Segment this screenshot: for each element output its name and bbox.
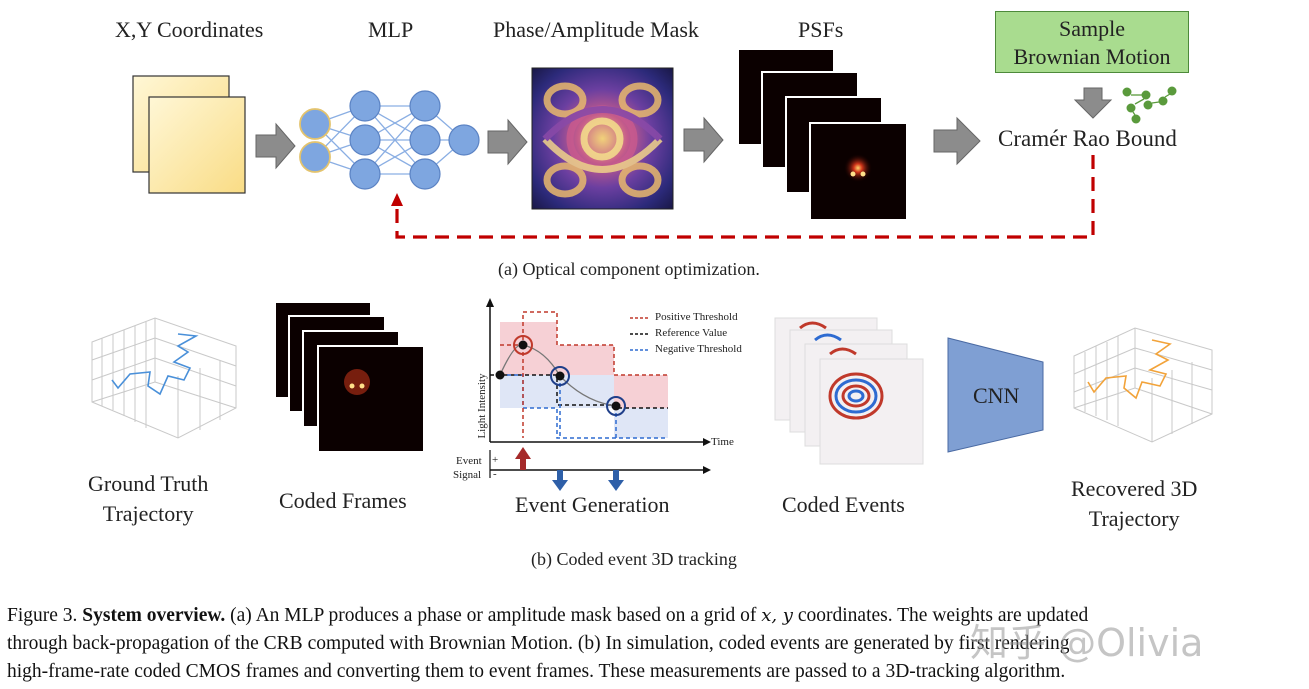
mlp-network (299, 90, 480, 190)
coded-events-label: Coded Events (782, 492, 905, 517)
figure-caption: Figure 3. System overview. (a) An MLP pr… (7, 602, 1302, 686)
phase-mask-image (531, 67, 674, 210)
feedback-arrowhead-icon (391, 193, 403, 206)
ground-truth-label: Ground Truth Trajectory (88, 469, 208, 529)
ground-truth-3d-plot (91, 317, 237, 439)
psfs-label: PSFs (798, 17, 844, 42)
subcaption-b: (b) Coded event 3D tracking (531, 549, 737, 569)
figure-number: Figure 3. (7, 605, 78, 626)
top-diagram (132, 48, 1177, 239)
crb-label: Cramér Rao Bound (998, 126, 1177, 151)
sample-label: Sample (1059, 16, 1125, 41)
caption-line-3: high-frame-rate coded CMOS frames and co… (7, 661, 1066, 682)
brownian-motion-label: Brownian Motion (1013, 44, 1171, 69)
caption-title: System overview. (82, 605, 226, 626)
minus-sign: - (493, 468, 497, 480)
cnn-label: CNN (973, 383, 1020, 408)
caption-line1-end: coordinates. The weights are updated (792, 605, 1089, 626)
bottom-diagram (91, 298, 1213, 491)
arrow-right-icon (683, 116, 724, 164)
caption-math: x, y (761, 605, 793, 626)
mlp-label: MLP (368, 17, 414, 42)
coded-frames-stack (274, 301, 425, 453)
recovered-label: Recovered 3D Trajectory (1071, 474, 1197, 534)
ground-truth-line1: Ground Truth (88, 471, 209, 496)
coded-frames-label: Coded Frames (279, 488, 407, 513)
cnn-block (947, 337, 1044, 453)
arrow-right-icon (933, 116, 981, 166)
arrow-down-icon (1073, 87, 1113, 119)
recovered-3d-plot (1073, 327, 1213, 443)
recovered-line1: Recovered 3D (1071, 476, 1198, 501)
xy-coordinates-label: X,Y Coordinates (115, 17, 264, 42)
caption-line-1: Figure 3. System overview. (a) An MLP pr… (7, 602, 1302, 630)
ground-truth-line2: Trajectory (102, 501, 194, 526)
legend-negative-threshold: Negative Threshold (655, 343, 742, 355)
event-generation-graph (486, 298, 711, 491)
recovered-line2: Trajectory (1088, 506, 1180, 531)
graph-xlabel: Time (711, 436, 734, 448)
arrow-right-icon (487, 118, 528, 166)
arrow-right-icon (255, 122, 296, 170)
brownian-motion-icon (1122, 86, 1177, 124)
watermark-text: 知乎 @Olivia (970, 621, 1204, 665)
plus-sign: + (492, 454, 499, 466)
negative-event-arrow-icon (552, 470, 568, 491)
psf-stack (737, 48, 908, 221)
positive-event-arrow-icon (515, 447, 531, 470)
legend-reference-value: Reference Value (655, 327, 728, 339)
sample-brownian-box: Sample Brownian Motion (995, 11, 1189, 73)
caption-line-2: through back-propagation of the CRB comp… (7, 633, 1070, 654)
mask-label: Phase/Amplitude Mask (493, 17, 699, 42)
event-label: Event (456, 455, 482, 467)
subcaption-a: (a) Optical component optimization. (498, 259, 760, 279)
signal-label: Signal (453, 469, 482, 481)
legend-positive-threshold: Positive Threshold (655, 311, 738, 323)
xy-coordinate-sheets (132, 75, 246, 194)
graph-ylabel: Light Intensity (476, 373, 488, 439)
feedback-loop-arrow (395, 155, 1095, 239)
caption-line1-text: (a) An MLP produces a phase or amplitude… (225, 605, 762, 626)
coded-events-stack (774, 317, 924, 465)
negative-event-arrow-icon (608, 470, 624, 491)
event-generation-label: Event Generation (515, 492, 670, 517)
